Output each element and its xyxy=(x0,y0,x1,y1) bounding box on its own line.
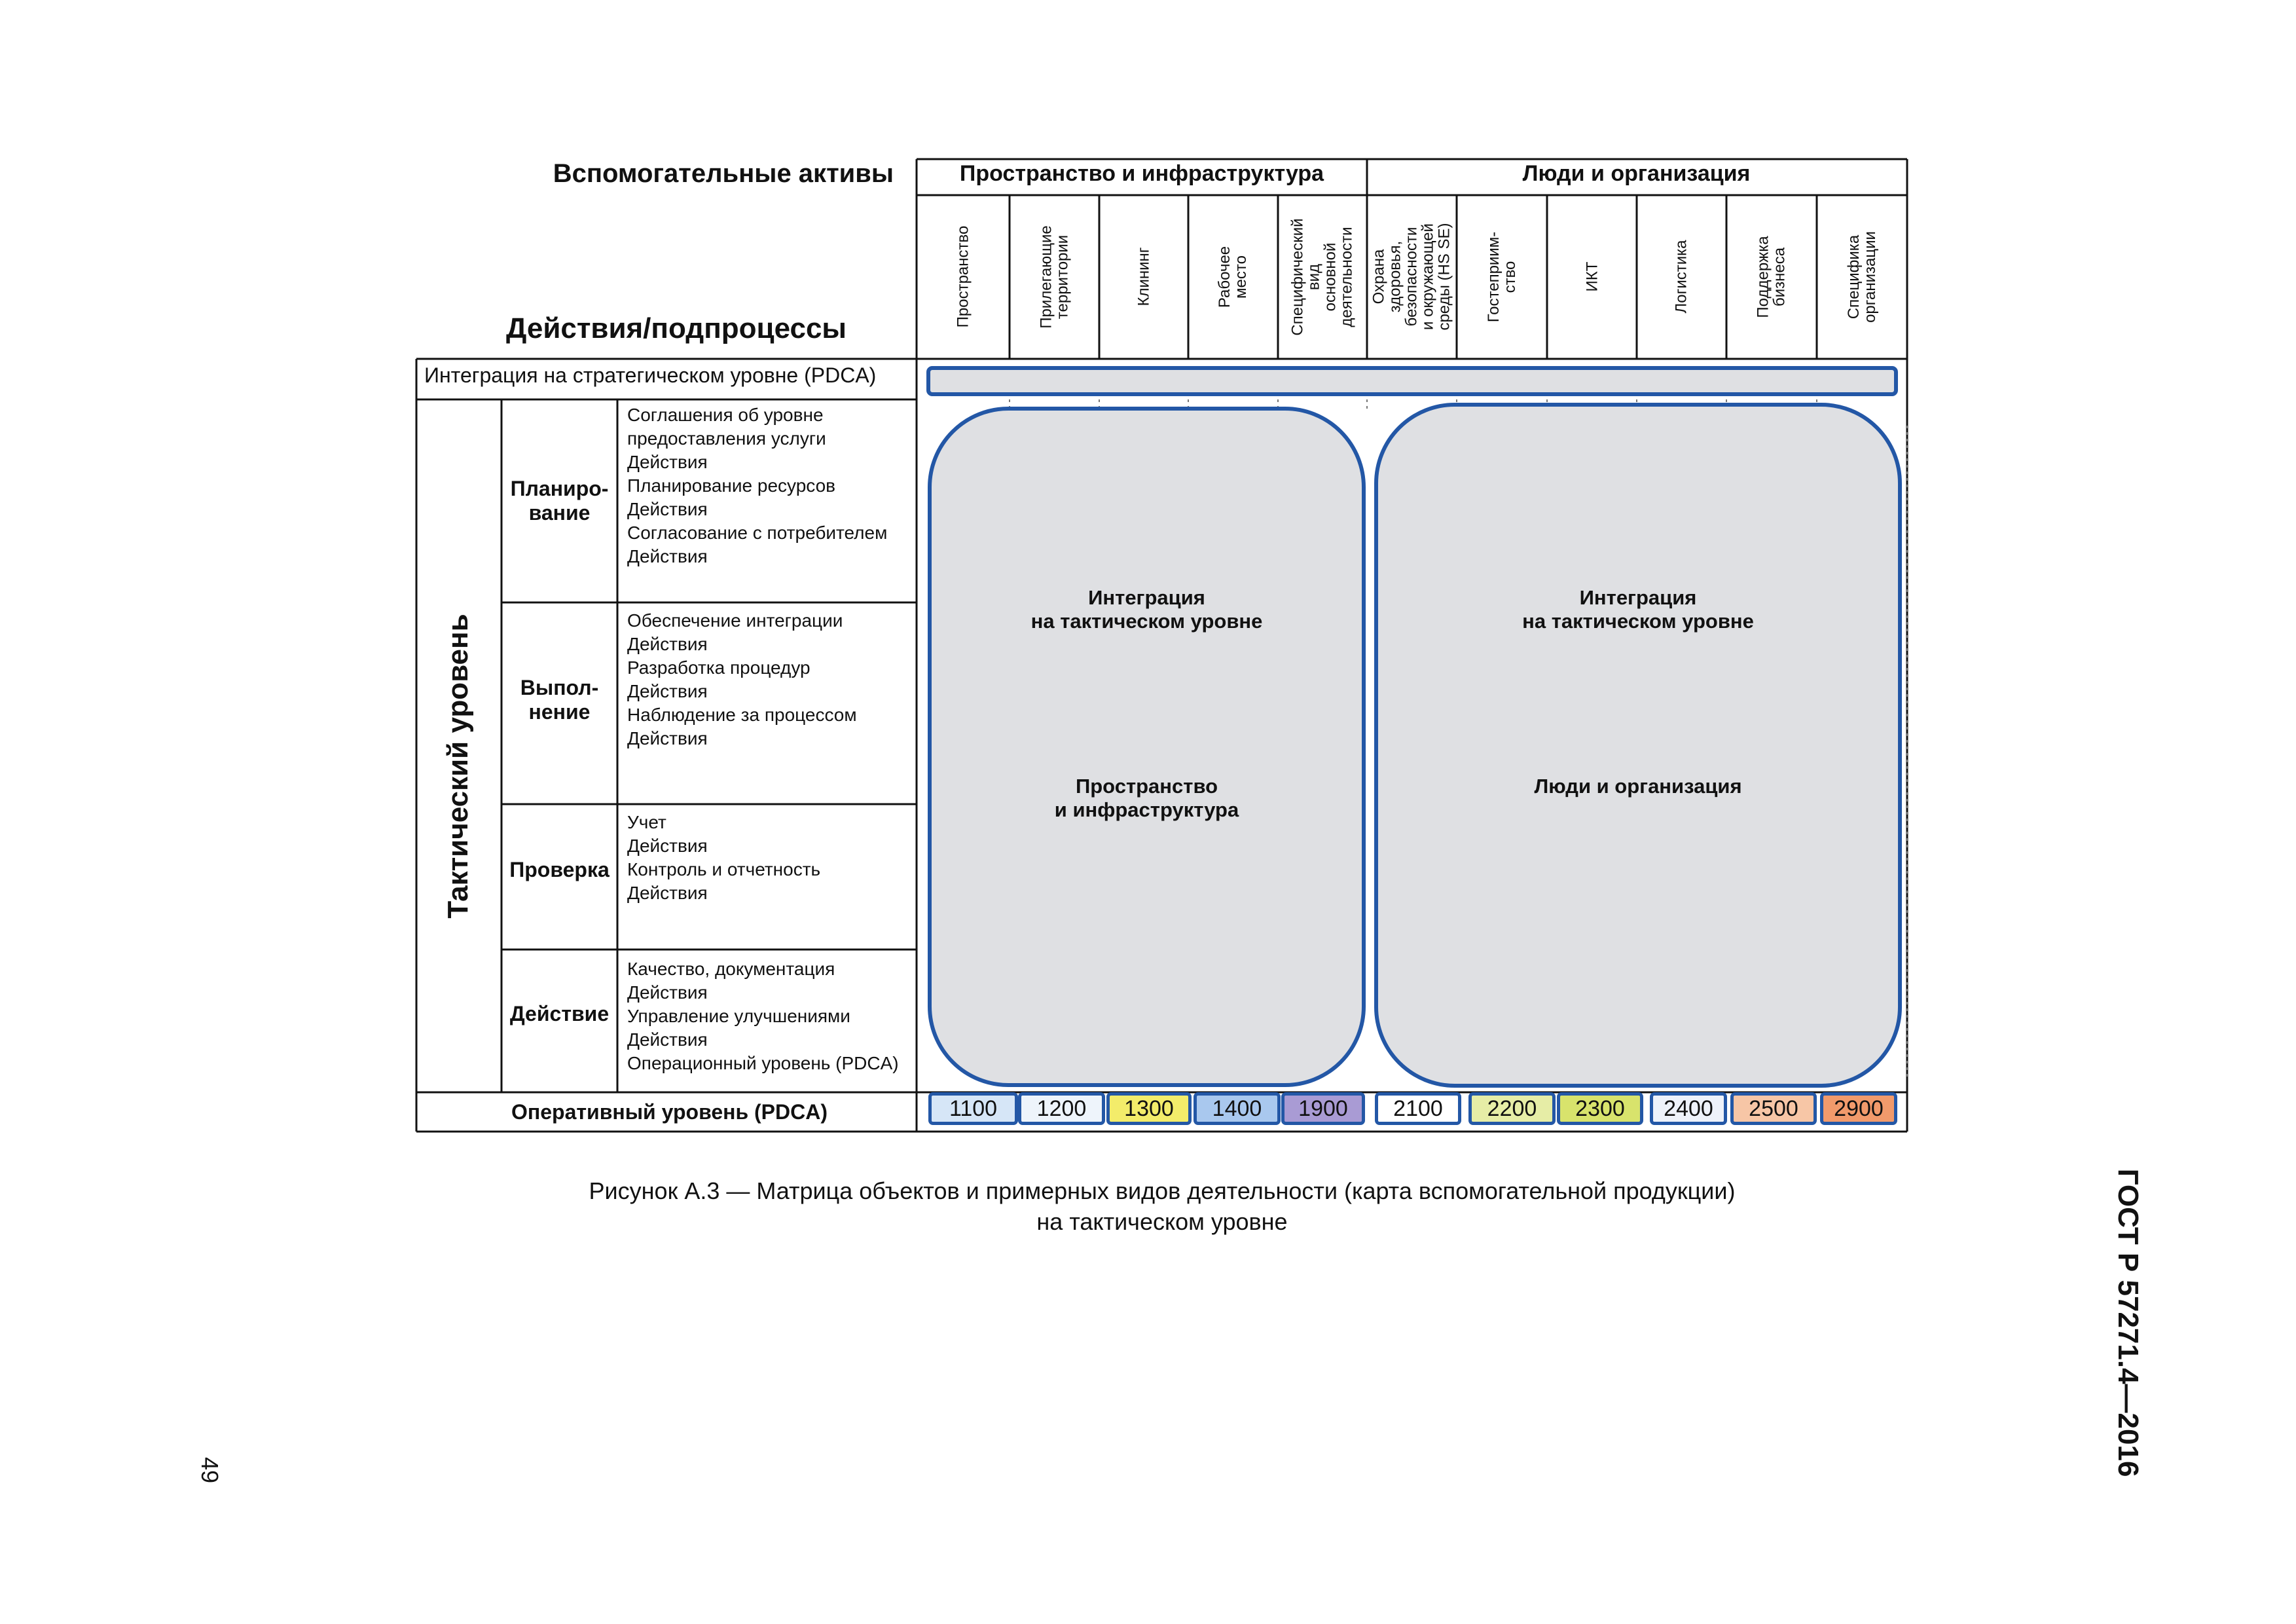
col-header-label: Логистика xyxy=(1673,240,1690,314)
col-header-label: Клининг xyxy=(1135,247,1153,306)
col-header: Прилегающие территории xyxy=(1010,196,1099,357)
code-cell: 1200 xyxy=(1018,1092,1105,1125)
col-header: Специфический вид основной деятельности xyxy=(1278,196,1367,357)
col-header: Охрана здоровья, безопасности и окружающ… xyxy=(1367,196,1457,357)
phase-act: Действие xyxy=(509,1002,610,1025)
col-header: Логистика xyxy=(1637,196,1726,357)
col-header: Гостеприим- ство xyxy=(1457,196,1547,357)
code-cell: 2400 xyxy=(1650,1092,1727,1125)
code-cell: 2900 xyxy=(1820,1092,1897,1125)
phase-execution: Выпол- нение xyxy=(520,676,599,724)
integration-space-title: Интеграция на тактическом уровне xyxy=(1030,586,1263,633)
integration-space-subtitle: Пространство и инфраструктура xyxy=(1054,775,1239,821)
col-header-label: Рабочее место xyxy=(1216,246,1250,308)
col-header: ИКТ xyxy=(1547,196,1637,357)
integration-people-subtitle: Люди и организация xyxy=(1534,775,1742,798)
code-cell: 1900 xyxy=(1281,1092,1365,1125)
col-header-label: Специфический вид основной деятельности xyxy=(1289,217,1356,336)
integration-box-people xyxy=(1374,403,1902,1088)
strategic-level-label: Интеграция на стратегическом уровне (PDC… xyxy=(424,363,877,387)
code-cell: 2300 xyxy=(1557,1092,1643,1125)
page-number: 49 xyxy=(196,1456,223,1484)
figure-caption: Рисунок А.3 — Матрица объектов и примерн… xyxy=(589,1177,1736,1235)
code-cell: 2200 xyxy=(1468,1092,1556,1125)
col-header: Пространство xyxy=(917,196,1010,357)
code-cell: 1300 xyxy=(1106,1092,1192,1125)
group-space-infrastructure: Пространство и инфраструктура xyxy=(959,161,1324,186)
integration-people-title: Интеграция на тактическом уровне xyxy=(1522,586,1754,633)
phase-execution-activities: Обеспечение интеграции Действия Разработ… xyxy=(627,610,857,748)
col-header-label: Пространство xyxy=(954,225,972,328)
integration-box-space xyxy=(928,407,1366,1087)
strategic-integration-bar xyxy=(926,366,1898,396)
col-header-label: Охрана здоровья, безопасности и окружающ… xyxy=(1370,223,1454,331)
phase-act-activities: Качество, документация Действия Управлен… xyxy=(627,959,899,1073)
actions-subprocesses-title: Действия/подпроцессы xyxy=(505,312,847,344)
col-header-label: ИКТ xyxy=(1582,261,1601,292)
col-header: Клининг xyxy=(1099,196,1188,357)
group-people-organization: Люди и организация xyxy=(1522,161,1751,186)
col-header-label: Специфика организации xyxy=(1845,231,1879,323)
col-header-label: Гостеприим- ство xyxy=(1485,231,1519,322)
col-header: Рабочее место xyxy=(1188,196,1278,357)
code-cell: 1400 xyxy=(1194,1092,1281,1125)
code-cell: 1100 xyxy=(928,1092,1018,1125)
col-header: Поддержка бизнеса xyxy=(1726,196,1817,357)
col-header: Специфика организации xyxy=(1817,196,1907,357)
code-cell: 2100 xyxy=(1375,1092,1461,1125)
phase-planning-activities: Соглашения об уровне предоставления услу… xyxy=(627,405,888,566)
operational-level-label: Оперативный уровень (PDCA) xyxy=(511,1100,828,1124)
col-header-label: Поддержка бизнеса xyxy=(1754,235,1789,318)
phase-check: Проверка xyxy=(509,858,610,881)
supporting-assets-title: Вспомогательные активы xyxy=(553,159,894,188)
document-id: ГОСТ Р 57271.4—2016 xyxy=(2112,1168,2144,1477)
phase-planning: Планиро- вание xyxy=(510,477,609,525)
col-header-label: Прилегающие территории xyxy=(1037,225,1072,329)
phase-check-activities: Учет Действия Контроль и отчетность Дейс… xyxy=(627,812,821,903)
code-cell: 2500 xyxy=(1730,1092,1817,1125)
tactical-level-label: Тактический уровень xyxy=(442,614,474,919)
